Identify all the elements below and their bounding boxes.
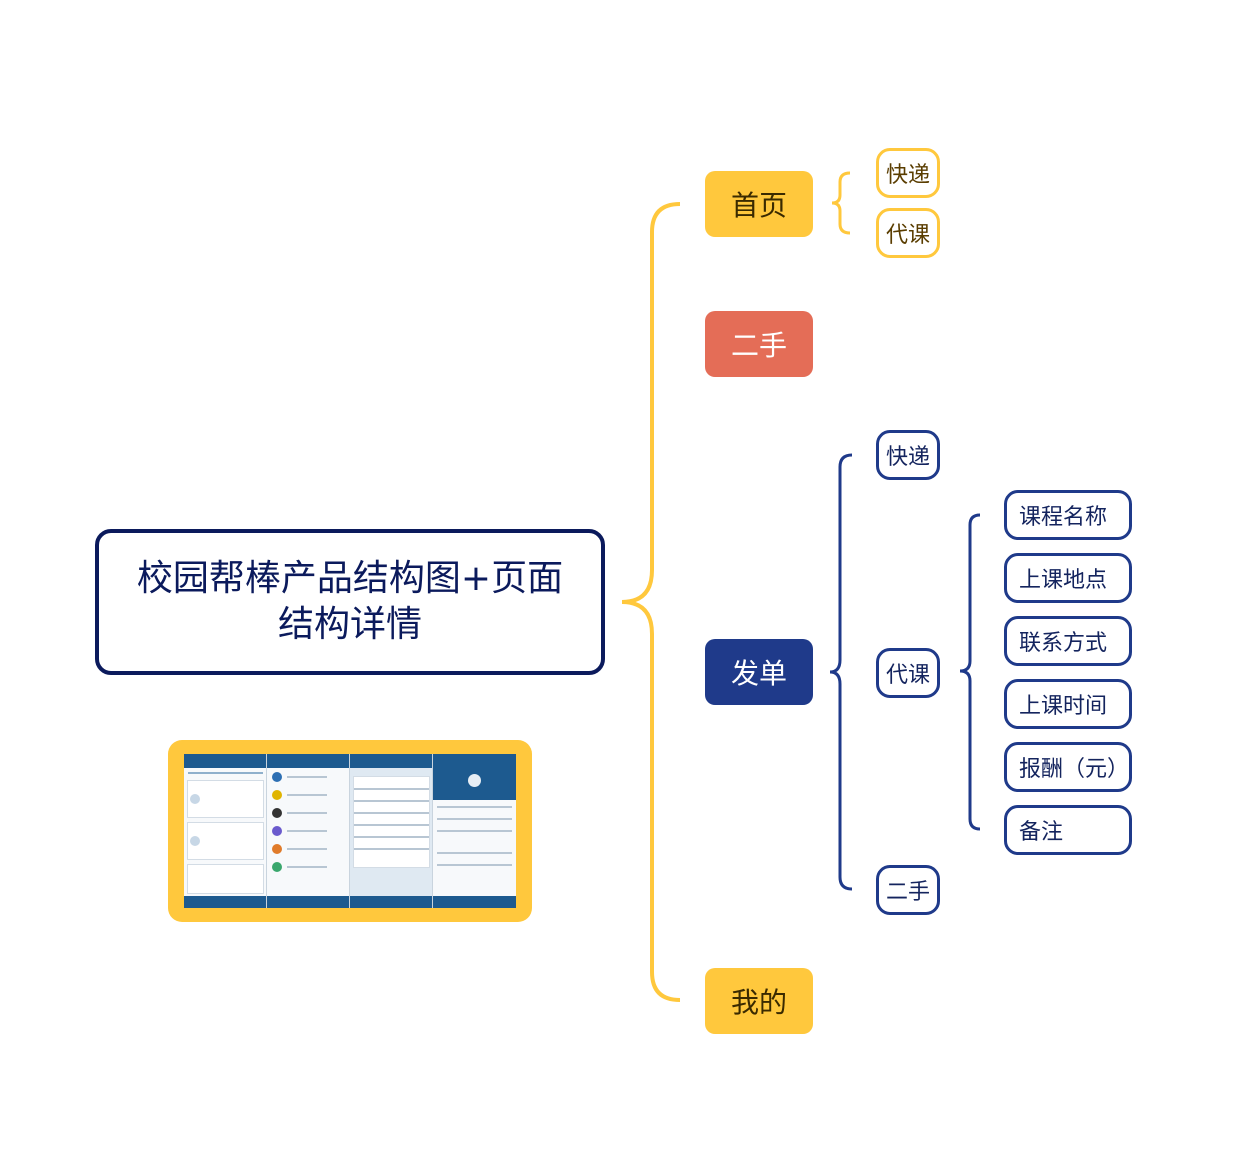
root-topic: 校园帮棒产品结构图+页面 结构详情 (95, 529, 605, 675)
course-field-reward: 报酬（元） (1004, 742, 1132, 792)
root-title-line1: 校园帮棒产品结构图+页面 (136, 558, 564, 599)
home-bracket (831, 171, 851, 235)
app-screens-thumbnail (168, 740, 532, 922)
dispatch-child-course: 代课 (876, 648, 940, 698)
course-field-time: 上课时间 (1004, 679, 1132, 729)
branch-dispatch: 发单 (705, 639, 813, 705)
course-field-name: 课程名称 (1004, 490, 1132, 540)
root-branch-connector (621, 202, 681, 604)
branch-mine: 我的 (705, 968, 813, 1034)
home-child-course: 代课 (876, 208, 940, 258)
screen-form-image (350, 754, 433, 908)
root-title-line2: 结构详情 (277, 604, 422, 645)
branch-secondhand: 二手 (705, 311, 813, 377)
screen-home-image (184, 754, 267, 908)
course-bracket (959, 513, 981, 831)
course-field-notes: 备注 (1004, 805, 1132, 855)
app-screens-image (184, 754, 516, 908)
home-child-express: 快递 (876, 148, 940, 198)
screen-profile-image (433, 754, 516, 908)
course-field-location: 上课地点 (1004, 553, 1132, 603)
screen-list-image (267, 754, 350, 908)
dispatch-child-secondhand: 二手 (876, 865, 940, 915)
branch-home: 首页 (705, 171, 813, 237)
dispatch-bracket (829, 453, 853, 891)
root-branch-connector-lower (621, 600, 681, 1002)
dispatch-child-express: 快递 (876, 430, 940, 480)
course-field-contact: 联系方式 (1004, 616, 1132, 666)
